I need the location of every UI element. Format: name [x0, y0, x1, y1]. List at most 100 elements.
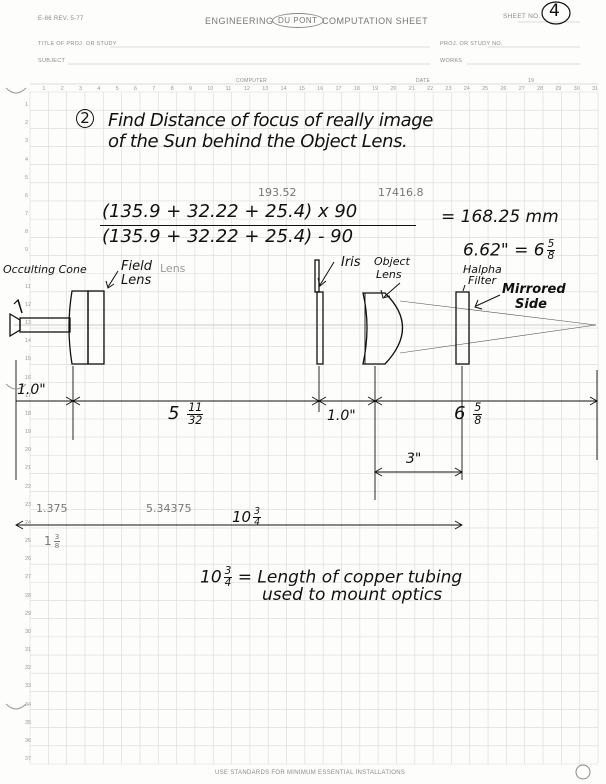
works-label: WORKS — [440, 58, 463, 64]
row-number: 9 — [25, 247, 29, 254]
label-object-lens: Lens — [376, 268, 402, 281]
column-number: 25 — [482, 86, 489, 92]
column-number: 19 — [372, 86, 379, 92]
label-occulting-cone: Occulting Cone — [3, 263, 87, 276]
column-number: 4 — [97, 86, 101, 92]
column-number: 27 — [518, 86, 525, 92]
sheet-number-circle — [541, 1, 571, 25]
column-number: 3 — [78, 86, 83, 92]
dim-cone-to-field: 1.0" — [17, 382, 46, 398]
row-number: 37 — [25, 756, 32, 762]
row-number: 4 — [25, 156, 29, 163]
column-number: 22 — [427, 86, 434, 92]
sheet-number: 4 — [549, 1, 560, 21]
label-iris: Iris — [341, 255, 361, 270]
pencil-dim-a: 1.375 — [36, 502, 68, 515]
column-number: 18 — [353, 86, 360, 92]
column-number: 7 — [152, 86, 156, 92]
header-engineering: ENGINEERING — [205, 16, 274, 26]
label-arrows — [105, 261, 501, 310]
row-number: 18 — [25, 410, 32, 417]
step-number: 2 — [76, 109, 94, 128]
row-number: 20 — [25, 447, 32, 454]
row-number: 22 — [25, 483, 32, 490]
proj-no-label: PROJ. OR STUDY NO. — [440, 41, 503, 47]
row-number: 23 — [25, 501, 32, 508]
row-number: 34 — [25, 701, 32, 708]
dimension-lines — [15, 360, 598, 530]
row-number: 10 — [25, 265, 32, 272]
column-number: 23 — [445, 86, 452, 92]
object-lens — [362, 292, 597, 365]
row-number: 11 — [25, 283, 31, 290]
formula-denominator: (135.9 + 32.22 + 25.4) - 90 — [102, 226, 354, 247]
column-number: 12 — [243, 86, 250, 92]
row-number: 19 — [25, 429, 32, 436]
label-halpha: Halpha — [463, 263, 502, 276]
conclusion-line-2: used to mount optics — [262, 585, 443, 605]
column-number: 14 — [280, 86, 287, 92]
row-number: 5 — [25, 174, 29, 181]
column-number: 16 — [317, 86, 324, 92]
row-number: 27 — [25, 574, 32, 581]
row-number: 36 — [25, 737, 32, 744]
pencil-dim-b: 5.34375 — [146, 502, 192, 515]
occulting-cone — [9, 298, 71, 338]
column-number: 13 — [262, 86, 269, 92]
column-number: 20 — [390, 86, 397, 92]
heading-line-2: of the Sun behind the Object Lens. — [108, 131, 408, 152]
column-number: 5 — [115, 86, 119, 92]
subject-label: SUBJECT — [38, 58, 66, 64]
label-mirrored: Mirrored — [502, 282, 566, 297]
label-object: Object — [374, 255, 410, 268]
label-field-lens: Lens — [121, 273, 152, 288]
dim-iris-to-object: 1.0" — [327, 408, 356, 424]
column-number: 28 — [537, 86, 544, 92]
column-number: 11 — [225, 86, 232, 92]
label-halpha-filter: Filter — [468, 274, 497, 287]
row-number: 13 — [25, 320, 32, 327]
column-number: 26 — [500, 86, 507, 92]
column-number: 24 — [463, 86, 470, 92]
date-label: DATE — [416, 78, 431, 84]
fraction-bar — [100, 225, 416, 226]
computer-label: COMPUTER — [236, 78, 268, 84]
label-mirrored-side: Side — [515, 297, 547, 312]
footer-seal — [575, 764, 591, 780]
halpha-filter — [455, 291, 470, 365]
column-number: 17 — [335, 86, 342, 92]
column-number: 31 — [592, 86, 599, 92]
formula-numerator: (135.9 + 32.22 + 25.4) x 90 — [102, 201, 358, 222]
row-number: 3 — [25, 138, 29, 145]
dim-object-to-filter: 3" — [406, 451, 422, 467]
column-number: 15 — [298, 86, 305, 92]
row-number: 14 — [25, 338, 32, 345]
punch-hole-middle — [5, 383, 27, 390]
column-number: 30 — [573, 86, 580, 92]
row-number: 1 — [25, 102, 29, 109]
pencil-sum: 193.52 — [258, 186, 297, 199]
title-label: TITLE OF PROJ. OR STUDY — [38, 41, 117, 47]
row-number: 16 — [25, 374, 32, 381]
label-field-lens-pencil: Lens — [160, 262, 186, 275]
label-field: Field — [121, 259, 152, 274]
row-number: 29 — [25, 610, 32, 617]
punch-hole-bottom — [5, 703, 27, 710]
heading-line-1: Find Distance of focus of really image — [108, 110, 433, 131]
field-lens — [68, 290, 105, 365]
row-number: 12 — [25, 301, 32, 308]
formula-result: = 168.25 mm — [441, 207, 559, 227]
row-number: 2 — [25, 120, 29, 127]
punch-hole-top — [5, 87, 27, 94]
row-number: 31 — [25, 647, 32, 654]
row-number: 28 — [25, 592, 32, 599]
row-number: 30 — [25, 628, 32, 635]
column-number: 10 — [207, 86, 214, 92]
column-number: 21 — [408, 86, 415, 92]
